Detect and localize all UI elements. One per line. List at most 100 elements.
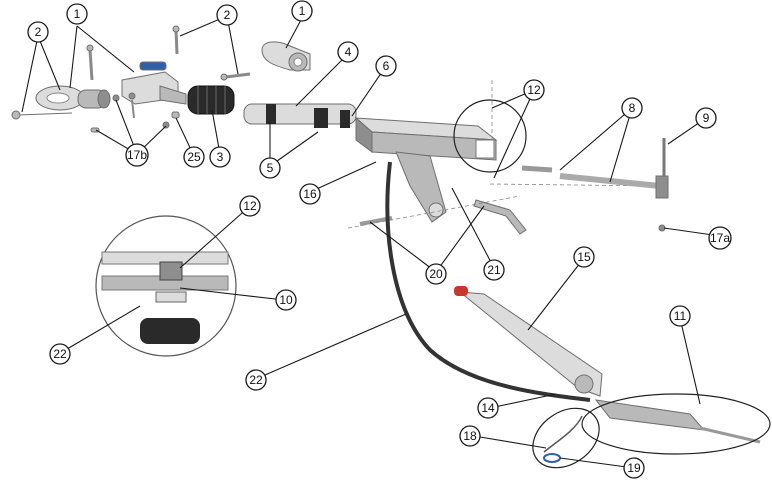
detail-cable-end xyxy=(140,318,200,344)
callout-16: 16 xyxy=(299,183,321,205)
callout-label: 18 xyxy=(463,429,477,443)
detail-ellipse-spring xyxy=(532,407,600,469)
callout-10: 10 xyxy=(275,289,297,311)
callout-label: 12 xyxy=(527,83,541,97)
detail-nut xyxy=(159,261,183,281)
leader-12b-b xyxy=(493,89,535,179)
bellows-body xyxy=(187,85,235,115)
leader-21 xyxy=(451,187,495,269)
top-bolt-head xyxy=(172,25,180,33)
callout-label: 22 xyxy=(249,373,263,387)
callout-21: 21 xyxy=(483,259,505,281)
leader-2b-b xyxy=(226,15,239,75)
brake-mechanism xyxy=(594,399,761,444)
nut-small-2 xyxy=(128,92,136,100)
leader-20 xyxy=(369,221,437,273)
callout-3: 3 xyxy=(209,146,231,168)
nut-small-25 xyxy=(171,111,180,119)
coupling-handle xyxy=(139,61,167,71)
handbrake-lever-arm xyxy=(458,291,603,397)
handbrake-lever-grip xyxy=(454,286,468,296)
drawbar-tube xyxy=(243,103,357,128)
leader-22a xyxy=(61,305,141,353)
callout-label: 2 xyxy=(35,25,42,39)
callout-12b: 12 xyxy=(523,79,545,101)
callout-label: 12 xyxy=(243,199,257,213)
leader-19 xyxy=(559,457,635,469)
nut-small-3 xyxy=(162,121,170,129)
callout-label: 11 xyxy=(674,309,687,323)
callout-9: 9 xyxy=(695,107,717,129)
leader-11 xyxy=(679,317,701,405)
callout-17b: 17b xyxy=(125,143,149,167)
leader-10 xyxy=(179,287,285,301)
callout-8: 8 xyxy=(621,97,643,119)
short-bolt-right xyxy=(225,72,251,79)
leader-15 xyxy=(527,257,585,331)
callout-label: 9 xyxy=(703,111,710,125)
callout-label: 1 xyxy=(74,7,81,21)
callout-5: 5 xyxy=(259,157,281,179)
brake-mechanism-rod xyxy=(699,426,761,444)
leader-22b xyxy=(257,313,407,379)
callout-label: 17a xyxy=(710,231,730,245)
callout-17a: 17a xyxy=(708,226,732,250)
detail-ring-frame-end xyxy=(453,99,527,173)
brake-rod xyxy=(521,165,669,199)
vertical-bolt xyxy=(88,49,94,81)
brake-mechanism-body xyxy=(594,399,706,431)
axis-dashed-1 xyxy=(347,195,521,229)
main-frame xyxy=(354,116,498,223)
leader-18 xyxy=(473,435,547,449)
leader-8-b xyxy=(609,107,633,183)
leader-14 xyxy=(489,393,557,409)
short-bolt-right-head xyxy=(220,73,228,81)
callout-label: 17b xyxy=(127,148,147,162)
callout-label: 4 xyxy=(345,45,352,59)
tube-ring-2 xyxy=(314,108,328,128)
bowden-cable xyxy=(385,161,591,402)
callout-25: 25 xyxy=(183,146,205,168)
callout-label: 10 xyxy=(279,293,293,307)
detail-washer xyxy=(155,291,187,303)
callout-4: 4 xyxy=(337,41,359,63)
callout-label: 8 xyxy=(629,101,636,115)
callout-label: 2 xyxy=(224,8,231,22)
long-bolt-left xyxy=(17,112,73,116)
frame-side xyxy=(355,116,373,153)
leader-1a xyxy=(69,25,78,89)
leader-2a xyxy=(37,35,61,91)
detail-ellipse-brake xyxy=(581,393,771,455)
leader-1b xyxy=(285,17,303,49)
callout-label: 6 xyxy=(383,59,390,73)
callout-1a: 1 xyxy=(66,3,88,25)
towing-eye-left xyxy=(35,85,111,111)
tube-ring-3 xyxy=(340,110,350,128)
drawbar-tube-body xyxy=(243,103,357,125)
leader-8 xyxy=(559,107,633,171)
callout-label: 19 xyxy=(627,461,641,475)
leader-12a xyxy=(179,205,251,269)
frame-pivot xyxy=(428,202,444,218)
towing-eye-right-hole xyxy=(293,57,303,67)
towing-eye-socket xyxy=(97,89,111,109)
callouts: 1 1 2 2 3 4 5 6 8 9 10 11 12 12 14 xyxy=(27,0,732,479)
coupling-head xyxy=(121,61,187,105)
brake-rod-clevis xyxy=(655,175,669,199)
detail-inset xyxy=(95,215,237,357)
callout-2b: 2 xyxy=(216,4,238,26)
spring-wire-18 xyxy=(543,415,583,453)
callout-19: 19 xyxy=(623,457,645,479)
vertical-bolt-head xyxy=(86,44,94,52)
callout-6: 6 xyxy=(375,55,397,77)
handbrake-pivot xyxy=(574,374,594,394)
tube-ring-1 xyxy=(266,104,276,124)
leader-1a-b xyxy=(76,25,135,73)
leader-lines xyxy=(21,15,721,469)
parts-artwork xyxy=(11,25,771,469)
callout-22b: 22 xyxy=(245,369,267,391)
leader-20-b xyxy=(435,205,485,273)
rubber-bellows xyxy=(187,85,235,115)
handbrake-lever xyxy=(454,286,603,397)
